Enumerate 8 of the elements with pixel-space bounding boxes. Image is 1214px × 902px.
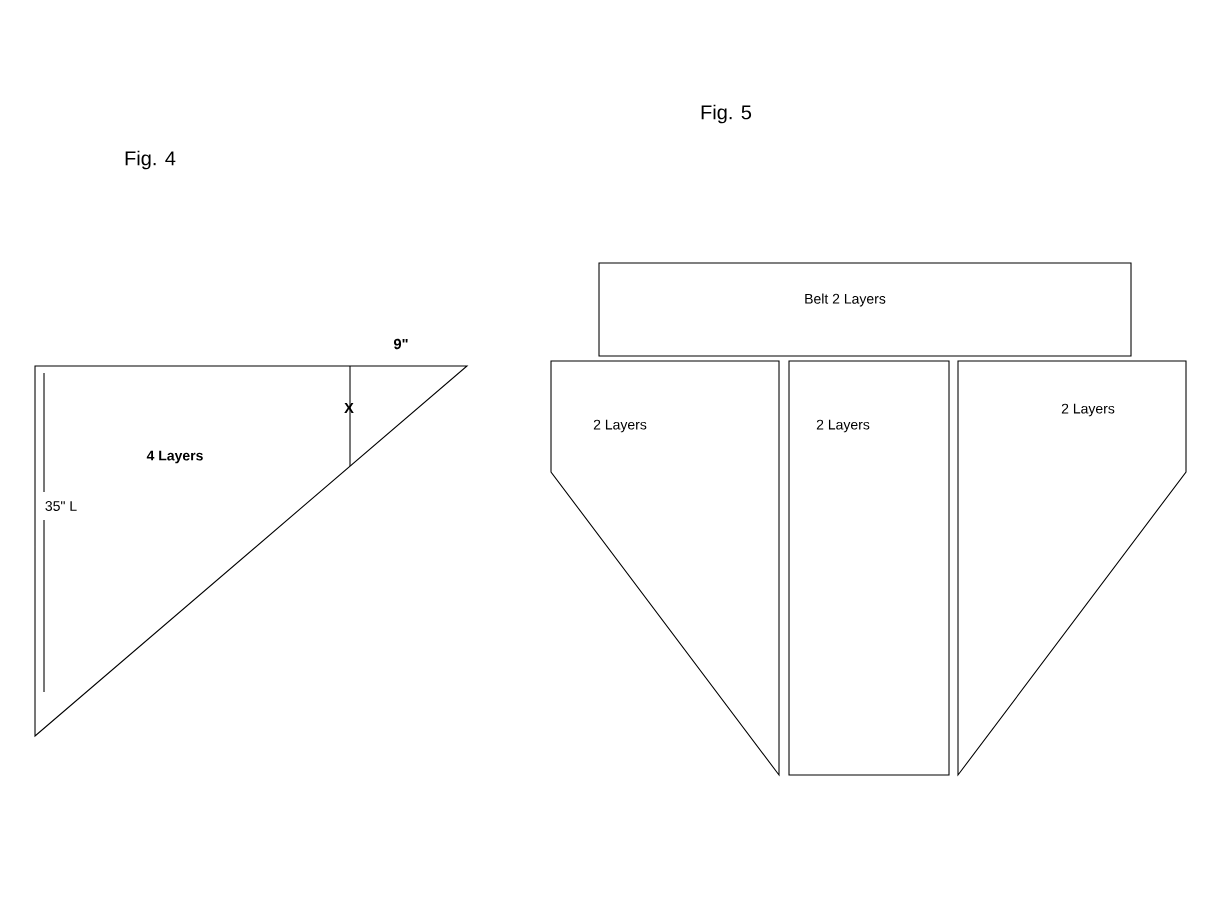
figure-label: Fig. 5 [701, 104, 752, 124]
side-piece: 2 Layers [550, 360, 780, 777]
dimension-label: 35" L [45, 501, 77, 511]
center-piece: 2 Layers [788, 360, 950, 776]
figure-label: Fig. 4 [125, 150, 176, 170]
dimension-label: 9" [393, 338, 408, 350]
belt-piece: Belt 2 Layers [598, 262, 1132, 357]
point-label: X [344, 402, 354, 414]
